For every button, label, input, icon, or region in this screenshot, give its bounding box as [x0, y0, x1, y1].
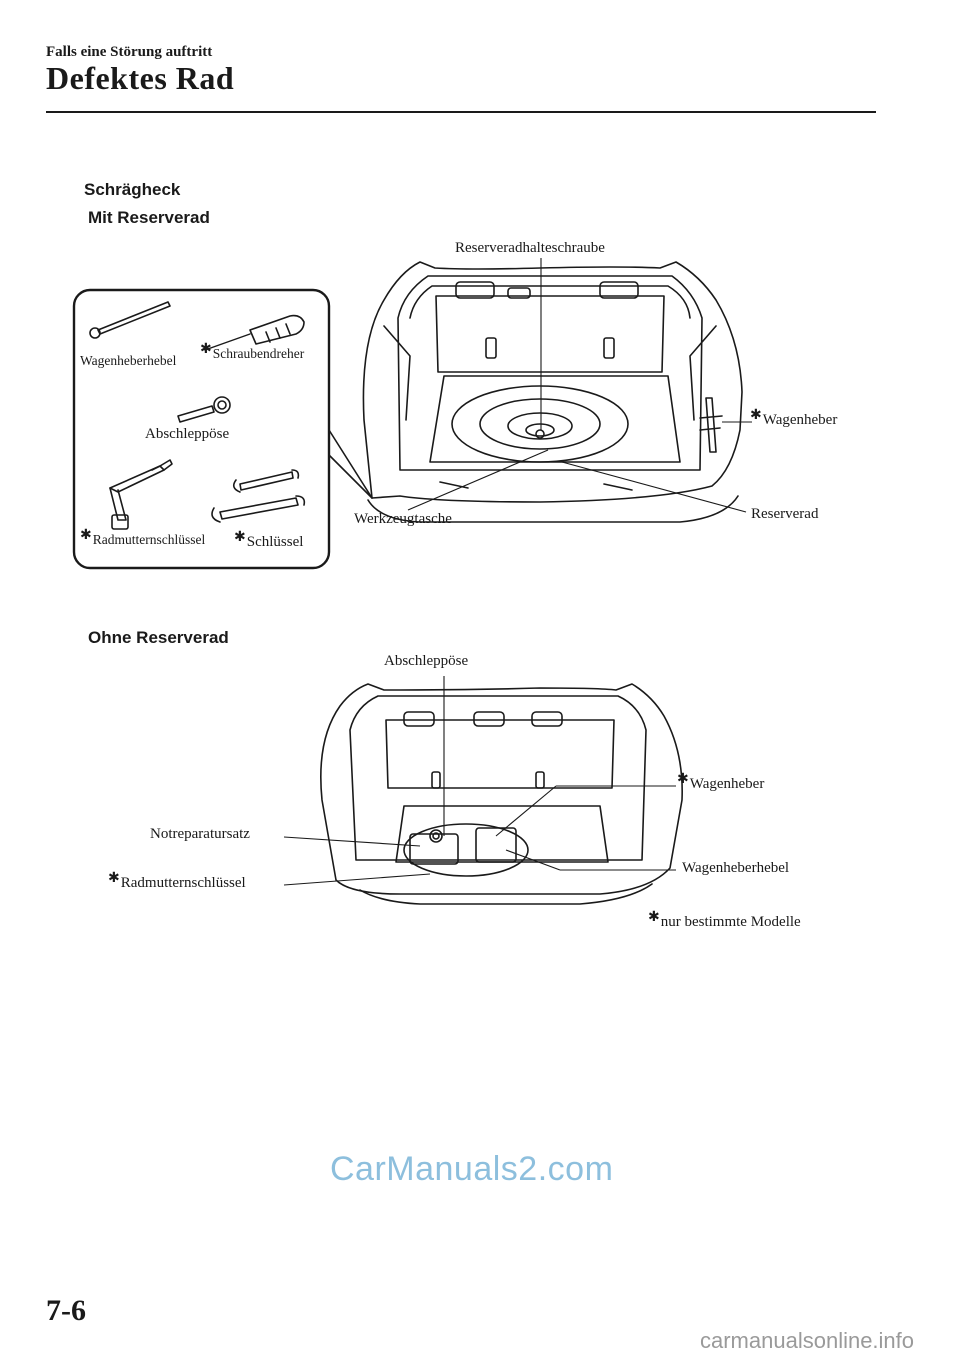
label-spare-tire: Reserverad: [751, 506, 819, 522]
star-icon: ✱: [648, 910, 660, 925]
label-jack-handle: Wagenheberhebel: [80, 353, 177, 368]
label-screwdriver: ✱Schraubendreher: [200, 342, 305, 361]
label-tow-eye-2: Abschleppöse: [384, 653, 469, 669]
callout-line-spare: [561, 461, 747, 513]
star-icon: ✱: [234, 530, 246, 545]
page-title: Defektes Rad: [46, 60, 235, 96]
tow-eye-drawing: [177, 405, 215, 423]
spanner-drawing-2: [219, 497, 299, 520]
label-jack-handle-2: Wagenheberhebel: [682, 860, 790, 876]
page-number: 7-6: [46, 1294, 86, 1327]
subheading-without-spare: Ohne Reserverad: [88, 628, 229, 647]
label-jack: ✱Wagenheber: [750, 408, 838, 428]
label-lug-wrench-2: ✱Radmutternschlüssel: [108, 871, 246, 891]
lug-wrench-drawing: [109, 465, 165, 493]
site-watermark: carmanualsonline.info: [700, 1328, 915, 1353]
star-icon: ✱: [750, 408, 762, 423]
car-rear-outline-2: [320, 683, 683, 895]
label-tool-bag: Werkzeugtasche: [354, 511, 452, 527]
star-icon: ✱: [200, 342, 212, 357]
heading-hatchback: Schrägheck: [84, 180, 181, 199]
label-lug-wrench: ✱Radmutternschlüssel: [80, 528, 206, 547]
label-spanner: ✱Schlüssel: [234, 530, 304, 550]
screwdriver-drawing: [249, 314, 305, 345]
label-repair-kit: Notreparatursatz: [150, 826, 250, 842]
label-tow-eye: Abschleppöse: [145, 426, 230, 442]
section-title: Falls eine Störung auftritt: [46, 44, 213, 60]
label-jack-2: ✱Wagenheber: [677, 772, 765, 792]
star-icon: ✱: [677, 772, 689, 787]
subheading-with-spare: Mit Reserverad: [88, 208, 210, 227]
header-rule: [46, 111, 876, 113]
watermark-logo: CarManuals2.com: [330, 1150, 614, 1188]
star-icon: ✱: [80, 528, 92, 543]
callout-line-tool-bag: [407, 449, 549, 511]
star-icon: ✱: [108, 871, 120, 886]
footnote-certain-models: ✱nur bestimmte Modelle: [648, 910, 801, 930]
jack-handle-drawing: [97, 301, 171, 335]
callout-line-repair-kit: [283, 836, 421, 847]
label-spare-tire-bolt: Reserveradhalteschraube: [455, 240, 605, 256]
spanner-drawing-1: [239, 471, 294, 491]
car-rear-outline: [362, 261, 743, 503]
callout-line-lug-wrench-2: [283, 873, 431, 886]
